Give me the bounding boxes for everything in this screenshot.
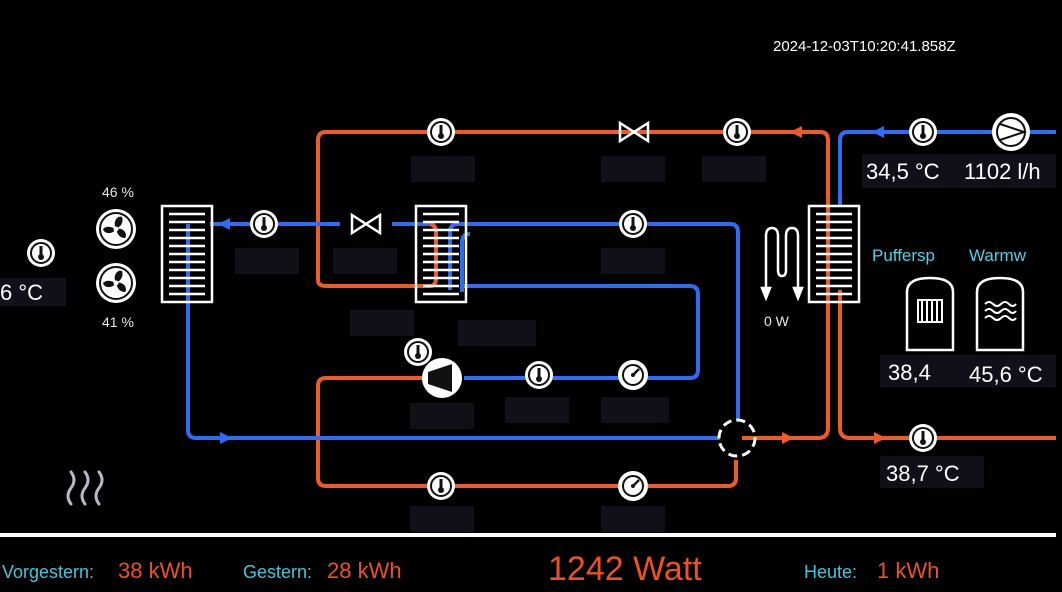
thermometer-icon xyxy=(908,117,938,147)
value-plate xyxy=(350,310,414,336)
value-plate xyxy=(601,397,669,423)
four-way-valve-icon xyxy=(717,418,757,458)
value-plate xyxy=(235,248,299,274)
value-plate xyxy=(601,506,665,532)
thermometer-icon xyxy=(908,423,938,453)
thermometer-icon xyxy=(618,209,648,239)
value-plate xyxy=(411,156,475,182)
heater-power-value: 0 W xyxy=(764,313,789,329)
hot-loop-top xyxy=(316,130,830,440)
buffer-tank-label: Puffersp xyxy=(872,246,936,265)
fan-bottom-percent: 41 % xyxy=(102,314,134,330)
thermometer-icon xyxy=(403,337,433,367)
hot-water-tank-label: Warmw xyxy=(969,246,1026,265)
circulation-pump-icon xyxy=(992,113,1030,151)
value-plate xyxy=(601,248,665,274)
arrow-icon xyxy=(218,218,230,230)
heating-rod-icon xyxy=(760,226,804,302)
yesterday-label: Gestern: xyxy=(243,562,313,582)
thermometer-icon xyxy=(722,117,752,147)
heat-pump-diagram xyxy=(26,113,1056,506)
cold-loop-outer xyxy=(186,224,720,440)
return-temp-value: 38,7 °C xyxy=(886,461,960,486)
compressor-icon xyxy=(422,358,462,398)
fan-icon xyxy=(95,262,137,304)
buffer-tank-temp: 38,4 xyxy=(888,360,931,385)
supply-line xyxy=(838,130,1056,205)
current-power-value: 1242 Watt xyxy=(548,550,702,588)
value-plate xyxy=(410,403,474,429)
day-before-value: 38 kWh xyxy=(118,558,193,583)
hot-water-tank-icon xyxy=(975,276,1025,352)
return-line xyxy=(838,290,1056,440)
heating-icon xyxy=(66,470,104,506)
value-plate xyxy=(702,156,766,182)
value-plate xyxy=(333,248,397,274)
thermometer-icon xyxy=(524,360,554,390)
flow-rate-value: 1102 l/h xyxy=(964,159,1041,184)
outside-temp-value: 6 °C xyxy=(0,280,44,305)
thermometer-icon xyxy=(426,117,456,147)
supply-temp-value: 34,5 °C xyxy=(866,159,940,184)
arrow-icon xyxy=(790,126,802,138)
yesterday-value: 28 kWh xyxy=(327,558,402,583)
hot-loop-inner xyxy=(316,150,438,288)
condenser-icon xyxy=(807,204,861,304)
arrow-icon xyxy=(872,126,884,138)
buffer-tank-icon xyxy=(905,276,955,352)
thermometer-icon xyxy=(249,209,279,239)
value-plate xyxy=(601,156,665,182)
arrow-icon xyxy=(782,432,794,444)
footer-divider xyxy=(0,533,1056,537)
thermometer-icon xyxy=(426,471,456,501)
day-before-label: Vorgestern: xyxy=(2,562,95,582)
cold-loop-compressor xyxy=(460,232,700,380)
pressure-gauge-icon xyxy=(616,469,650,503)
value-plate xyxy=(505,397,569,423)
thermometer-icon xyxy=(26,238,56,268)
value-plate xyxy=(410,506,474,532)
fan-icon xyxy=(95,208,137,250)
hot-loop-bottom xyxy=(316,376,738,488)
today-value: 1 kWh xyxy=(877,558,940,583)
pressure-gauge-icon xyxy=(616,358,650,392)
hot-water-tank-temp: 45,6 °C xyxy=(969,362,1043,387)
fan-top-percent: 46 % xyxy=(102,184,134,200)
arrow-icon xyxy=(874,432,886,444)
arrow-icon xyxy=(220,432,232,444)
today-label: Heute: xyxy=(804,562,858,582)
value-plate xyxy=(458,320,536,346)
timestamp: 2024-12-03T10:20:41.858Z xyxy=(773,38,956,55)
expansion-valve-icon xyxy=(350,213,382,235)
